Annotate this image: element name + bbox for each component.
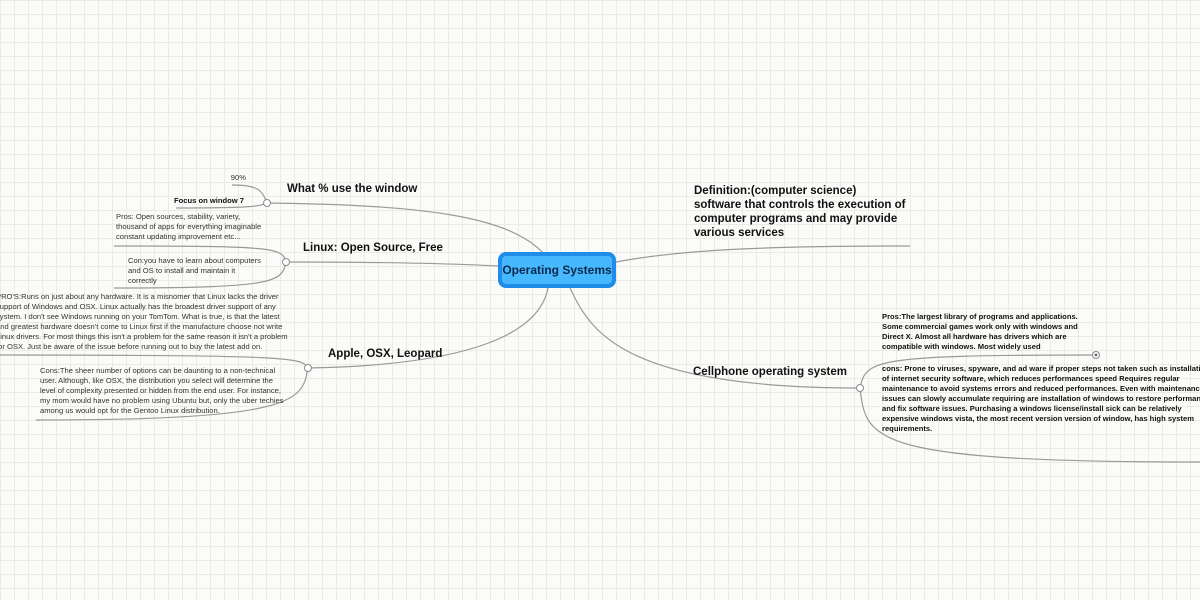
linux-pros-line: thousand of apps for everything imaginab… [116,222,262,231]
apple-cons-line: user. Although, like OSX, the distributi… [40,376,273,385]
apple-pros-line: for OSX. Just be aware of the issue befo… [0,342,263,351]
linux-pros-note: Pros: Open sources, stability, variety, … [116,212,261,242]
edge-linux-cons [113,261,287,289]
collapse-handle-windows [263,199,271,207]
branch-cellphone-label: Cellphone operating system [693,366,848,378]
edge-root-definition [615,245,911,263]
apple-cons-line: Cons:The sheer number of options can be … [40,366,276,375]
branch-apple-label: Apple, OSX, Leopard [328,348,443,360]
root-node[interactable]: Operating Systems [498,252,616,288]
linux-cons-line: Con:you have to learn about computers [128,256,261,265]
branch-linux-label: Linux: Open Source, Free [303,242,443,254]
cellphone-cons-line: cons: Prone to viruses, spyware, and ad … [882,364,1200,373]
collapse-handle-cellphone [856,384,864,392]
collapse-handle-apple [304,364,312,372]
edge-cell-pros [859,354,1097,389]
edge-apple-cons [35,367,309,421]
cellphone-cons-line: maintenance to avoid systems errors and … [882,384,1200,393]
cellphone-cons-line: and fix software issues. Purchasing a wi… [882,404,1182,413]
edge-root-cellphone [569,287,861,389]
apple-cons-line: among us would opt for the Gentoo Linux … [40,406,220,415]
linux-cons-line: correctly [128,276,157,285]
apple-pros-note: PRO'S:Runs on just about any hardware. I… [0,292,288,352]
edge-root-linux [285,261,499,267]
linux-pros-line: constant updating improvement etc... [116,232,241,241]
cellphone-cons-note: cons: Prone to viruses, spyware, and ad … [882,364,1200,434]
cellphone-pros-line: Direct X. Almost all hardware has driver… [882,332,1067,341]
linux-cons-line: and OS to install and maintain it [128,266,236,275]
branch-apple[interactable]: Apple, OSX, Leopard [328,347,442,361]
cellphone-cons-line: requirements. [882,424,933,433]
edge-root-windows [266,202,546,256]
cellphone-pros-line: Some commercial games work only with win… [882,322,1078,331]
apple-pros-line: Linux drivers. For most things this isn'… [0,332,288,341]
apple-cons-note: Cons:The sheer number of options can be … [40,366,284,416]
apple-pros-line: and greatest hardware doesn't come to Li… [0,322,283,331]
branch-windows-use[interactable]: What % use the window [287,182,417,196]
root-label: Operating Systems [502,263,612,277]
branch-cellphone[interactable]: Cellphone operating system [693,365,847,379]
edge-linux-pros [113,245,287,263]
apple-pros-line: support of Windows and OSX. Linux actual… [0,302,276,311]
apple-pros-line: system. I don't see Windows running on y… [0,312,280,321]
branch-definition-label: Definition:(computer science) software t… [694,185,906,239]
edge-cell-cons [859,387,1200,463]
cellphone-pros-note: Pros:The largest library of programs and… [882,312,1078,352]
linux-pros-line: Pros: Open sources, stability, variety, [116,212,241,221]
apple-cons-line: my mom would have no problem using Ubunt… [40,396,284,405]
collapse-handle-linux [282,258,290,266]
edge-root-apple [307,287,549,369]
windows-note-focus: Focus on window 7 [173,196,244,205]
windows-note-90: 90% [230,173,246,182]
branch-definition[interactable]: Definition:(computer science) software t… [694,184,906,240]
edge-apple-pros [0,354,309,369]
branch-linux[interactable]: Linux: Open Source, Free [303,241,443,255]
cellphone-pros-line: compatible with windows. Most widely use… [882,342,1041,351]
branch-windows-use-label: What % use the window [287,183,418,195]
cellphone-cons-line: of internet security software, which red… [882,374,1180,383]
cellphone-cons-line: issues can slowly accumulate requiring a… [882,394,1200,403]
linux-cons-note: Con:you have to learn about computers an… [128,256,261,286]
cellphone-pros-line: Pros:The largest library of programs and… [882,312,1078,321]
apple-cons-line: level of complexity presented or hidden … [40,386,282,395]
apple-pros-line: PRO'S:Runs on just about any hardware. I… [0,292,279,301]
cellphone-cons-line: expensive windows vista, the most recent… [882,414,1194,423]
